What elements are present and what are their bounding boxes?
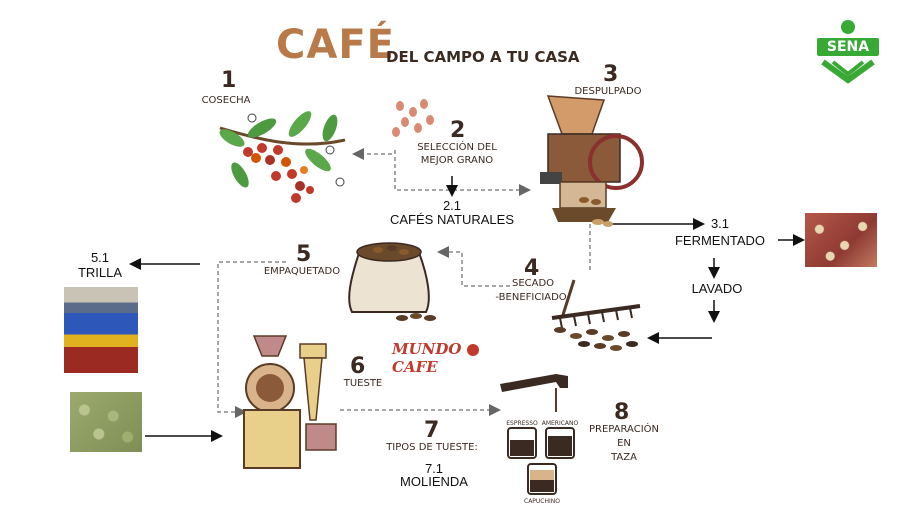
step-8-label-3: TAZA: [611, 452, 637, 463]
threshing-machine-photo: [64, 287, 138, 373]
step-4-number: 4: [524, 256, 540, 281]
fermentation-photo: [805, 213, 877, 267]
green-coffee-photo: [70, 392, 142, 452]
step-2-label-1: SELECCIÓN DEL: [417, 142, 497, 153]
step-8-label-1: PREPARACIÓN: [588, 424, 660, 435]
arrow-2-to-3: [394, 150, 531, 196]
step-1-label: COSECHA: [201, 95, 251, 106]
cup-capuchino-label: CAPUCHINO: [524, 498, 560, 505]
note-21-text: CAFÉS NATURALES: [389, 212, 514, 227]
note-lavado: LAVADO: [691, 281, 743, 296]
step-8-number: 8: [614, 400, 630, 425]
step-7-number: 7: [424, 418, 440, 443]
mundo-cafe-logo-right: CAFE: [392, 358, 438, 376]
note-51-text: TRILLA: [77, 265, 123, 280]
step-2-number: 2: [450, 118, 466, 143]
step-3-label: DESPULPADO: [574, 86, 642, 97]
step-8-label-2: EN: [617, 438, 631, 449]
arrow-5-to-6: [217, 261, 286, 418]
step-5-number: 5: [296, 242, 312, 267]
step-6-label: TUESTE: [343, 378, 383, 389]
sena-logo-icon: [817, 20, 879, 84]
cup-espresso-label: ESPRESSO: [506, 420, 538, 427]
arrow-4-to-5: [437, 246, 510, 287]
title-main: CAFÉ: [276, 22, 395, 68]
sena-logo: SENA: [813, 18, 883, 86]
mundo-cafe-cup-icon: [466, 344, 479, 356]
step-5-label: EMPAQUETADO: [263, 266, 341, 277]
step-1-number: 1: [221, 68, 237, 93]
note-31-number: 3.1: [710, 216, 730, 231]
step-6-number: 6: [350, 354, 366, 379]
step-2-label-2: MEJOR GRANO: [420, 155, 494, 166]
mundo-cafe-logo: MUNDO CAFE: [392, 340, 488, 376]
note-51-number: 5.1: [90, 250, 110, 265]
cup-americano-label: AMERICANO: [541, 420, 579, 427]
title-sub: DEL CAMPO A TU CASA: [386, 48, 580, 66]
note-71-number: 7.1: [424, 461, 444, 476]
note-21-number: 2.1: [442, 198, 462, 213]
mundo-cafe-logo-left: MUNDO: [392, 340, 462, 358]
note-31-text: FERMENTADO: [674, 233, 766, 248]
note-71-text: MOLIENDA: [400, 474, 468, 489]
step-7-label: TIPOS DE TUESTE:: [386, 442, 478, 453]
step-4-label-2: -BENEFICIADO-: [495, 292, 571, 303]
sena-logo-text: SENA: [826, 39, 870, 55]
step-3-number: 3: [603, 62, 619, 87]
step-4-label-1: SECADO: [511, 278, 555, 289]
